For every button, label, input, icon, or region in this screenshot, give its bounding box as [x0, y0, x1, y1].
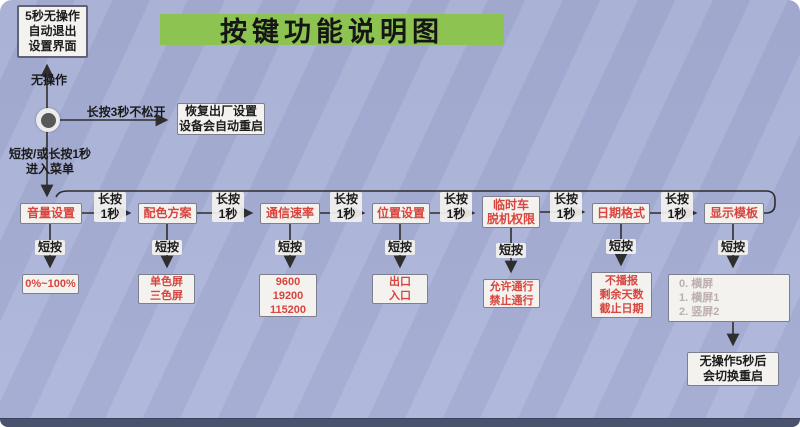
- result-line: 0. 横屏: [679, 278, 714, 290]
- menu-item-label: 配色方案: [143, 206, 192, 220]
- short-press-label: 短按: [496, 243, 526, 258]
- idle-exit-line: 5秒无操作: [25, 9, 80, 23]
- short-press-label: 短按: [35, 240, 65, 255]
- idle-exit-line: 设置界面: [28, 39, 77, 53]
- result-line: 115200: [269, 303, 307, 316]
- one-sec-text: 1秒: [556, 207, 576, 221]
- long-press-3s-label: 长按3秒不松开: [86, 105, 166, 119]
- factory-reset-line: 设备会自动重启: [178, 119, 263, 133]
- menu-item-label: 通信速率: [265, 206, 314, 220]
- result-line: 允许通行: [489, 280, 534, 293]
- enter-menu-line: 短按/或长按1秒: [8, 147, 91, 161]
- enter-menu-label: 短按/或长按1秒 进入菜单: [3, 147, 97, 177]
- long-press-1s-label: 长按 1秒: [94, 192, 126, 222]
- restart-line: 无操作5秒后: [699, 354, 767, 368]
- menu-item-label: 脱机权限: [486, 212, 535, 226]
- menu-item-label: 音量设置: [26, 206, 75, 220]
- restart-hint-box: 无操作5秒后 会切换重启: [687, 352, 779, 386]
- menu-item-label: 日期格式: [596, 206, 645, 220]
- no-operation-label: 无操作: [30, 73, 67, 87]
- one-sec-text: 1秒: [100, 207, 120, 221]
- long-press-text: 长按: [553, 192, 578, 206]
- short-press-label: 短按: [275, 240, 305, 255]
- long-press-1s-label: 长按 1秒: [550, 192, 582, 222]
- long-press-text: 长按: [215, 192, 240, 206]
- long-press-1s-label: 长按 1秒: [440, 192, 472, 222]
- menu-item-label: 位置设置: [376, 206, 425, 220]
- result-line: 禁止通行: [489, 294, 534, 307]
- result-line: 单色屏: [150, 276, 183, 288]
- factory-reset-line: 恢复出厂设置: [184, 104, 257, 118]
- result-volume-range: 0%~100%: [22, 274, 79, 294]
- menu-item-date-format: 日期格式: [592, 203, 650, 224]
- menu-item-baud-rate: 通信速率: [260, 203, 320, 224]
- result-line: 三色屏: [150, 290, 183, 302]
- menu-item-label: 显示模板: [709, 206, 758, 220]
- power-button-icon: [36, 108, 60, 132]
- result-baud-rate: 9600 19200 115200: [259, 274, 317, 317]
- result-line: 9600: [275, 275, 301, 288]
- enter-menu-line: 进入菜单: [25, 162, 74, 176]
- result-line: 19200: [272, 289, 304, 302]
- menu-item-color-scheme: 配色方案: [138, 203, 197, 224]
- idle-exit-box: 5秒无操作 自动退出 设置界面: [17, 5, 88, 58]
- long-press-text: 长按: [664, 192, 689, 206]
- restart-line: 会切换重启: [702, 369, 763, 383]
- result-line: 不播报: [605, 275, 638, 287]
- menu-item-position: 位置设置: [372, 203, 430, 224]
- long-press-text: 长按: [97, 192, 122, 206]
- result-position: 出口 入口: [372, 274, 428, 304]
- result-line: 0%~100%: [25, 278, 76, 290]
- idle-exit-line: 自动退出: [28, 24, 77, 38]
- result-line: 2. 竖屏2: [679, 306, 720, 318]
- title-bar: 按键功能说明图: [160, 14, 504, 47]
- one-sec-text: 1秒: [336, 207, 356, 221]
- result-color-scheme: 单色屏 三色屏: [138, 274, 195, 304]
- result-line: 入口: [389, 290, 411, 302]
- one-sec-text: 1秒: [446, 207, 466, 221]
- page-title: 按键功能说明图: [220, 17, 444, 47]
- long-press-text: 长按: [333, 192, 358, 206]
- long-press-1s-label: 长按 1秒: [330, 192, 362, 222]
- result-line: 出口: [389, 276, 411, 288]
- short-press-label: 短按: [606, 239, 636, 254]
- factory-reset-hint-box: 恢复出厂设置 设备会自动重启: [177, 103, 265, 135]
- long-press-text: 长按: [443, 192, 468, 206]
- long-press-1s-label: 长按 1秒: [661, 192, 693, 222]
- one-sec-text: 1秒: [218, 207, 238, 221]
- long-press-1s-label: 长按 1秒: [212, 192, 244, 222]
- result-line: 1. 横屏1: [679, 292, 720, 304]
- bottom-bar: [0, 418, 800, 427]
- short-press-label: 短按: [385, 240, 415, 255]
- short-press-label: 短按: [152, 240, 182, 255]
- menu-item-label: 临时车: [492, 198, 529, 212]
- result-line: 剩余天数: [599, 289, 644, 301]
- menu-item-volume: 音量设置: [20, 203, 82, 224]
- short-press-label: 短按: [718, 240, 748, 255]
- menu-item-temp-vehicle: 临时车 脱机权限: [482, 196, 540, 228]
- one-sec-text: 1秒: [667, 207, 687, 221]
- result-display-template: 0. 横屏 1. 横屏1 2. 竖屏2: [668, 274, 790, 322]
- result-date-format: 不播报 剩余天数 截止日期: [591, 272, 652, 318]
- result-line: 截止日期: [599, 303, 644, 315]
- power-button-core: [40, 112, 56, 128]
- menu-item-display-template: 显示模板: [704, 203, 764, 224]
- result-temp-vehicle: 允许通行 禁止通行: [483, 279, 540, 308]
